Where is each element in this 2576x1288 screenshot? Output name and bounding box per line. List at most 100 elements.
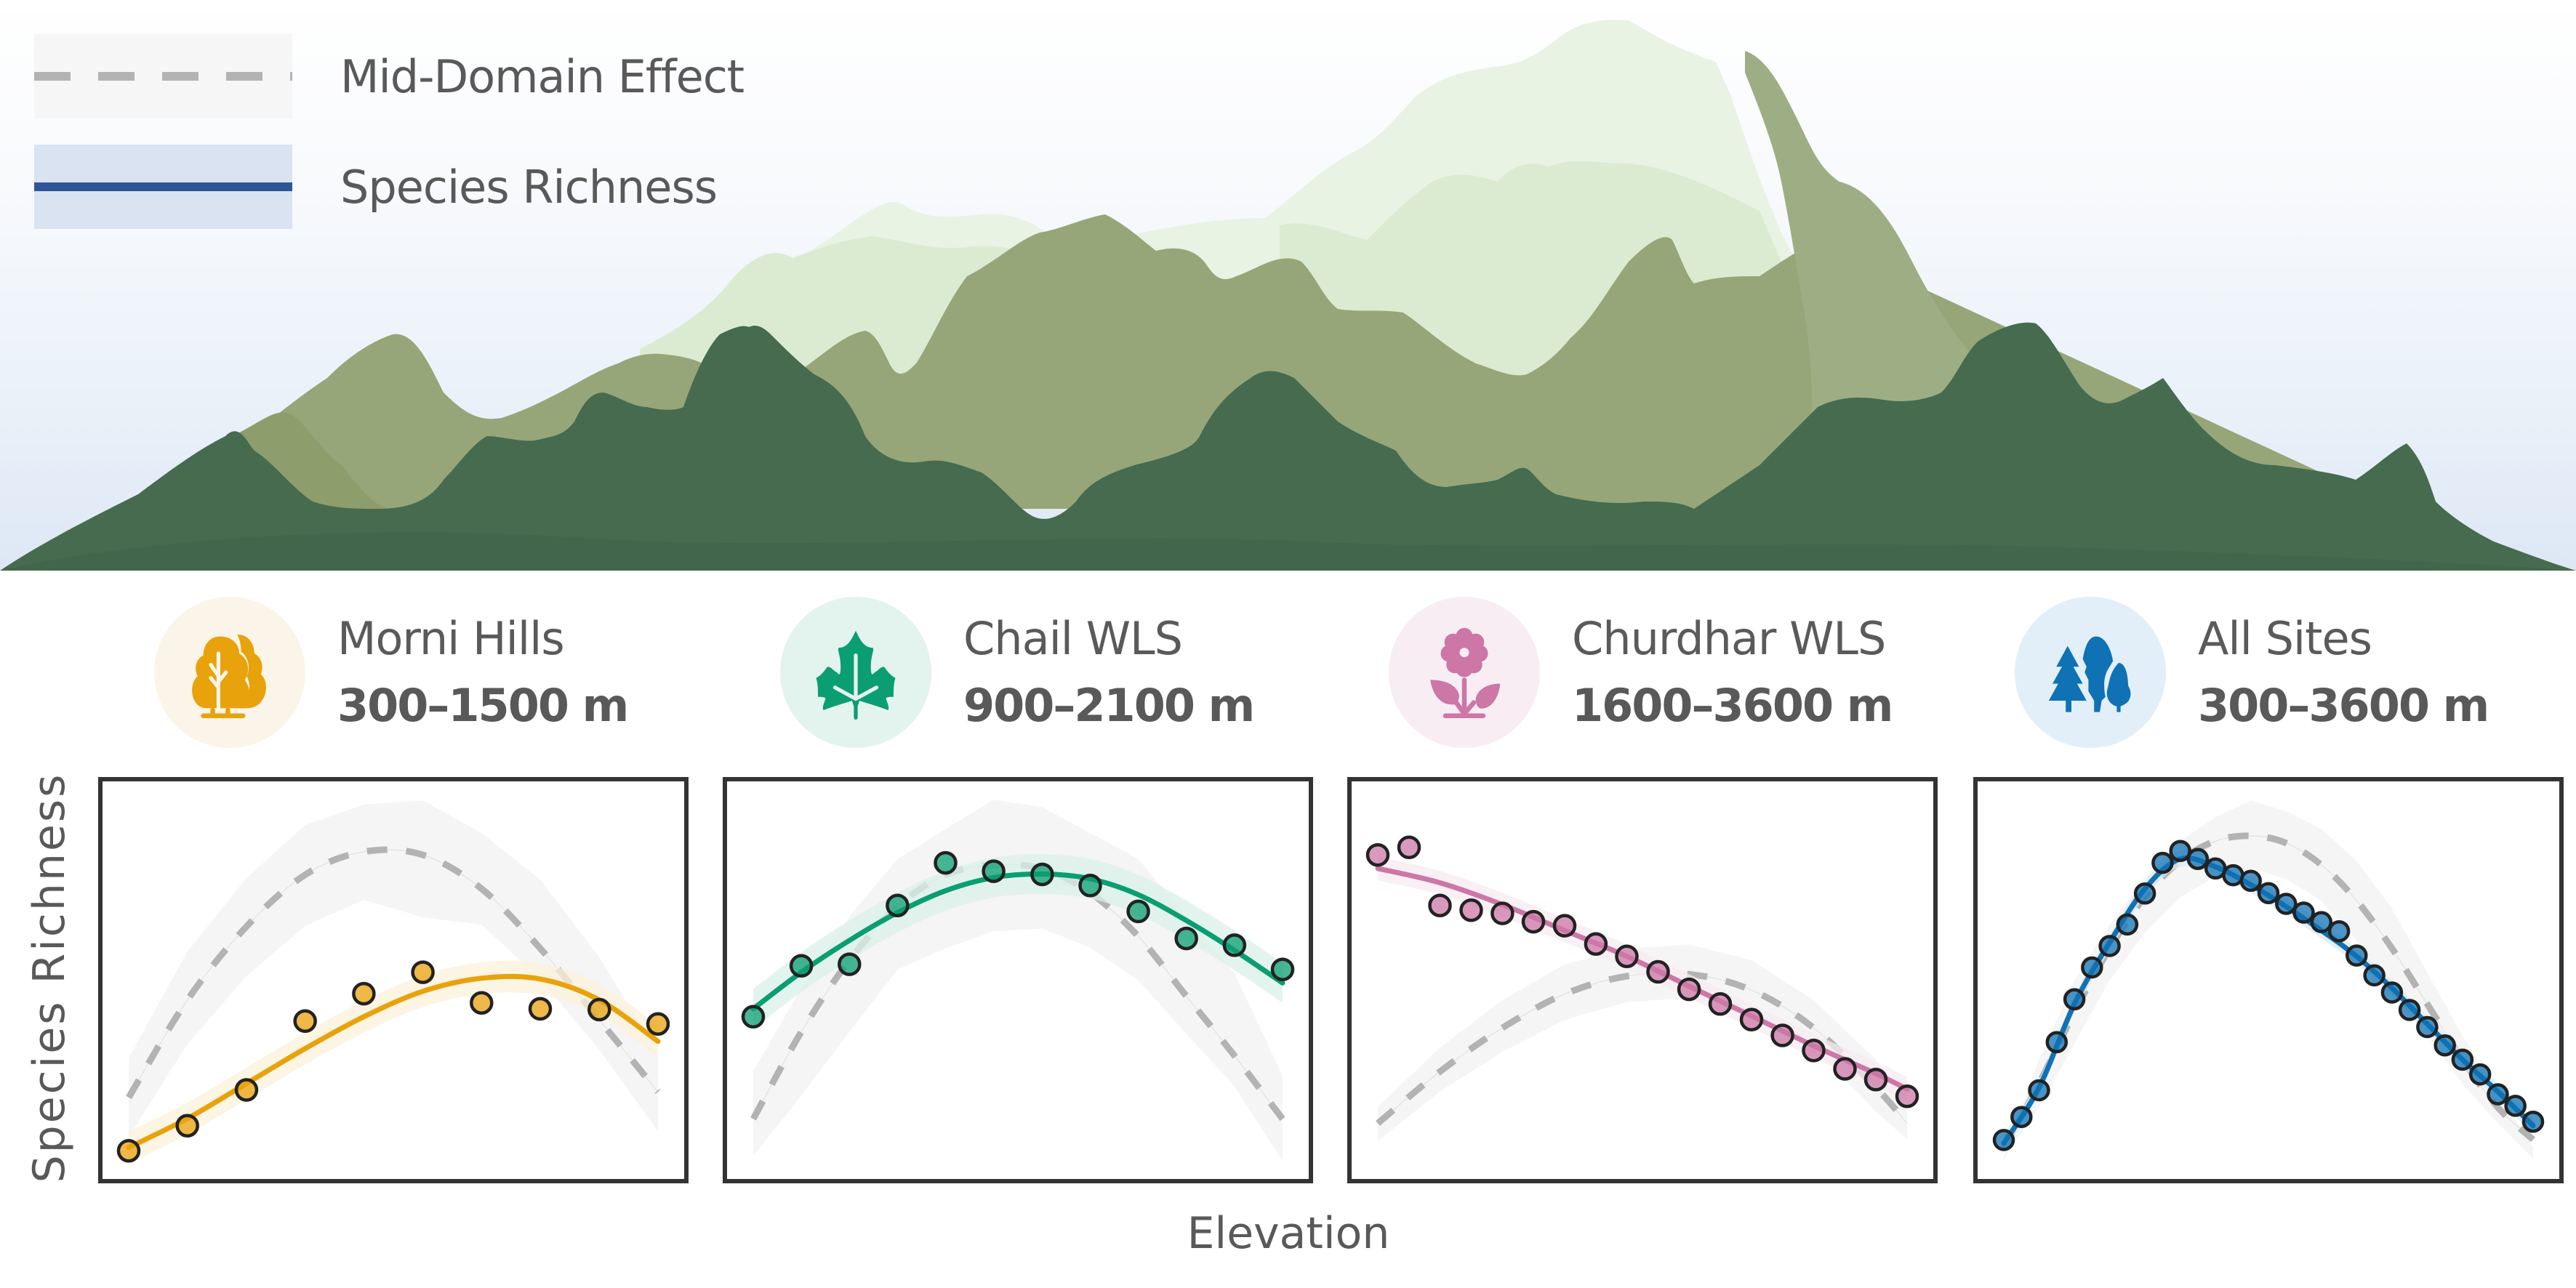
- data-point: [1365, 842, 1390, 867]
- data-point: [789, 954, 814, 978]
- data-point: [352, 981, 376, 1006]
- data-point: [528, 997, 553, 1021]
- data-point: [2346, 944, 2368, 967]
- data-point: [1615, 944, 1639, 968]
- site-elevation-range: 300–3600 m: [2198, 679, 2489, 732]
- flower-icon: [1430, 627, 1501, 719]
- data-point: [1270, 957, 1295, 981]
- legend-item-mid-domain: Mid-Domain Effect: [34, 34, 745, 118]
- data-point: [2081, 956, 2103, 979]
- site-icon-badge: [780, 597, 931, 748]
- data-point: [2028, 1079, 2050, 1102]
- data-point: [2275, 893, 2298, 915]
- data-point: [2433, 1034, 2456, 1057]
- chart-panel-chail-wls: [723, 777, 1313, 1183]
- data-point: [1739, 1007, 1764, 1031]
- data-point: [175, 1114, 199, 1138]
- data-point: [2010, 1106, 2033, 1128]
- site-heading-chail-wls: Chail WLS 900–2100 m: [780, 596, 1255, 749]
- data-point: [741, 1005, 766, 1029]
- data-point: [2416, 1015, 2439, 1039]
- data-point: [2186, 848, 2210, 870]
- mountain-dark-green-shadow: [0, 532, 2576, 571]
- site-text: Churdhar WLS 1600–3600 m: [1572, 605, 1893, 739]
- deciduous-tree-icon: [192, 635, 266, 719]
- data-point: [1708, 992, 1733, 1016]
- richness-fit-line: [126, 973, 661, 1151]
- data-point: [2327, 919, 2351, 943]
- data-point: [1552, 914, 1577, 938]
- chart-plot-area: [116, 800, 670, 1164]
- data-point: [1863, 1068, 1888, 1092]
- data-point: [1174, 926, 1198, 951]
- data-point: [934, 850, 958, 875]
- site-text: Chail WLS 900–2100 m: [963, 605, 1255, 739]
- data-point: [587, 997, 611, 1022]
- dashed-line-icon: [34, 72, 292, 81]
- data-point: [2098, 935, 2121, 957]
- site-heading-all-sites: All Sites 300–3600 m: [2015, 596, 2489, 749]
- data-point: [1030, 862, 1054, 887]
- data-point: [2468, 1063, 2492, 1086]
- data-point: [838, 952, 862, 976]
- data-point: [1895, 1084, 1919, 1108]
- data-point: [2151, 851, 2174, 874]
- site-text: All Sites 300–3600 m: [2198, 605, 2489, 739]
- site-elevation-range: 300–1500 m: [337, 679, 629, 732]
- data-point: [2363, 964, 2386, 987]
- legend-swatch-solid: [34, 145, 292, 229]
- site-elevation-range: 1600–3600 m: [1572, 679, 1893, 732]
- data-point: [1833, 1057, 1857, 1081]
- data-point: [1677, 977, 1701, 1002]
- legend-swatch-dashed: [34, 34, 292, 118]
- data-point: [1397, 835, 1421, 860]
- data-point: [1490, 901, 1514, 925]
- solid-line-icon: [34, 182, 292, 191]
- chart-panel-morni-hills: [98, 777, 689, 1183]
- data-point: [2504, 1095, 2527, 1117]
- data-point: [1646, 959, 1670, 984]
- chart-plot-area: [1992, 800, 2545, 1159]
- data-point: [2451, 1048, 2474, 1071]
- data-point: [2239, 869, 2262, 893]
- data-point: [1992, 1129, 2015, 1151]
- chart-plot-area: [1365, 835, 1919, 1141]
- data-point: [982, 859, 1006, 883]
- site-elevation-range: 900–2100 m: [963, 679, 1255, 732]
- data-point: [293, 1009, 317, 1034]
- data-point: [1222, 933, 1247, 957]
- legend-label: Species Richness: [340, 160, 718, 214]
- data-point: [1126, 899, 1150, 924]
- data-point: [2116, 913, 2139, 936]
- site-icon-badge: [2015, 597, 2166, 748]
- mountain-dark-green-layer: [0, 322, 2576, 571]
- data-point: [1584, 932, 1608, 956]
- maple-leaf-icon: [816, 630, 896, 720]
- forest-icon: [2048, 636, 2131, 712]
- data-point: [1521, 909, 1546, 934]
- data-point: [1428, 893, 1452, 917]
- y-axis-label: Species Richness: [24, 772, 75, 1183]
- mid-domain-confidence-band: [129, 800, 658, 1137]
- chart-panel-churdhar-wls: [1347, 777, 1938, 1183]
- site-name: All Sites: [2198, 612, 2372, 665]
- mountain-illustration: [0, 20, 2576, 571]
- site-name: Churdhar WLS: [1572, 612, 1886, 665]
- data-point: [1078, 874, 1102, 898]
- data-point: [1802, 1039, 1826, 1063]
- site-icon-badge: [154, 597, 305, 748]
- chart-plot-area: [741, 800, 1295, 1162]
- data-point: [2398, 999, 2421, 1021]
- site-heading-churdhar-wls: Churdhar WLS 1600–3600 m: [1389, 596, 1893, 749]
- legend-label: Mid-Domain Effect: [340, 49, 745, 103]
- data-point: [646, 1012, 670, 1036]
- site-name: Morni Hills: [337, 612, 565, 665]
- site-icon-badge: [1389, 597, 1540, 748]
- data-point: [1770, 1023, 1794, 1047]
- legend-item-species-richness: Species Richness: [34, 145, 718, 229]
- x-axis-label: Elevation: [1187, 1208, 1390, 1259]
- data-point: [2133, 882, 2156, 905]
- data-point: [886, 893, 910, 917]
- richness-fit-line: [750, 871, 1285, 1012]
- data-point: [2063, 988, 2086, 1011]
